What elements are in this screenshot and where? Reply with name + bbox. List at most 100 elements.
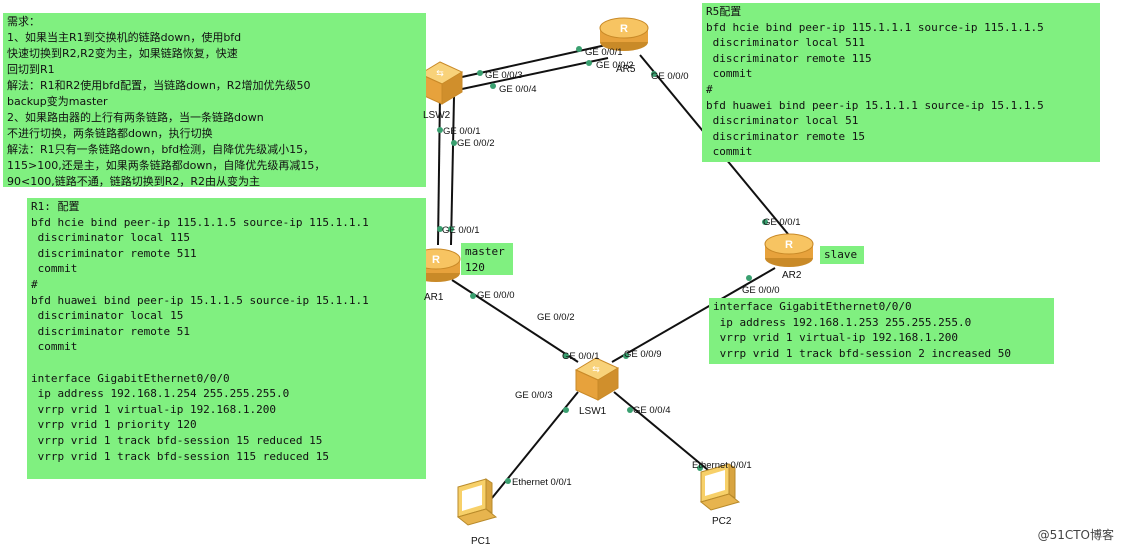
port-dot	[477, 70, 483, 76]
r1-config-line: vrrp vrid 1 virtual-ip 192.168.1.200	[31, 402, 277, 416]
port-label: GE 0/0/4	[633, 405, 671, 416]
port-label: Ethernet 0/0/1	[512, 477, 572, 488]
link-lsw2-ar1-a	[437, 94, 441, 246]
r1-config-line: discriminator local 115	[31, 231, 190, 245]
requirements-line: 115>100,还是主，如果两条链路都down，自降优先级再减15，	[7, 159, 326, 172]
r2-config-line: interface GigabitEthernet0/0/0	[713, 300, 912, 313]
r5-config-line: bfd huawei bind peer-ip 15.1.1.1 source-…	[706, 98, 1044, 112]
r1-config-line: commit	[31, 340, 78, 354]
port-label: GE 0/0/3	[485, 70, 523, 81]
port-dot	[490, 83, 496, 89]
link-lsw2-ar1-b	[450, 96, 455, 246]
port-dot	[623, 353, 629, 359]
port-dot	[451, 140, 457, 146]
port-dot	[576, 46, 582, 52]
r5-config-line: #	[706, 82, 713, 96]
port-label: GE 0/0/1	[443, 126, 481, 137]
pc1-icon[interactable]	[456, 478, 498, 526]
r5-config-line: commit	[706, 145, 753, 159]
master-label-line: master	[465, 245, 505, 258]
master-label-line: 120	[465, 260, 485, 274]
switch-lsw1-icon[interactable]: ⇆	[574, 357, 620, 401]
r5-config-line: R5配置	[706, 5, 742, 18]
r5-config-line: discriminator local 51	[706, 114, 859, 128]
r5-config-line: discriminator local 511	[706, 36, 865, 50]
requirements-note: 需求： 1、如果当主R1到交换机的链路down，使用bfd 快速切换到R2,R2变为…	[3, 13, 426, 188]
r1-config-line: ip address 192.168.1.254 255.255.255.0	[31, 387, 290, 401]
router-ar2-icon[interactable]: R	[764, 233, 814, 267]
port-dot	[505, 478, 511, 484]
device-label-lsw1: LSW1	[579, 406, 607, 417]
link-lsw2-ar5-a	[461, 44, 607, 78]
r1-config-line	[31, 355, 422, 371]
watermark: @51CTO博客	[1037, 528, 1114, 542]
svg-text:R: R	[620, 23, 628, 35]
port-dot	[437, 226, 443, 232]
port-label: GE 0/0/9	[624, 349, 662, 360]
port-label: GE 0/0/1	[585, 47, 623, 58]
device-label-ar5: AR5	[616, 64, 636, 75]
pc2-icon[interactable]	[699, 463, 741, 511]
port-dots	[437, 46, 768, 484]
link-lsw1-pc2	[613, 391, 715, 476]
link-ar2-lsw1	[611, 267, 776, 363]
requirements-line: backup变为master	[7, 95, 108, 108]
port-label: Ethernet 0/0/1	[692, 460, 752, 471]
port-dot	[627, 407, 633, 413]
r1-config-line: interface GigabitEthernet0/0/0	[31, 371, 230, 385]
port-dot	[762, 219, 768, 225]
requirements-line: 需求：	[7, 15, 40, 28]
port-label: GE 0/0/0	[477, 290, 515, 301]
port-label: GE 0/0/1	[562, 351, 600, 362]
r1-config-line: vrrp vrid 1 priority 120	[31, 418, 197, 432]
requirements-line: 不进行切换，两条链路都down，执行切换	[7, 127, 213, 140]
port-dot	[586, 60, 592, 66]
device-label-ar2: AR2	[782, 270, 802, 281]
device-label-ar1: AR1	[424, 292, 444, 303]
requirements-line: 快速切换到R2,R2变为主，如果链路恢复，快速	[7, 47, 238, 60]
r1-config-line: commit	[31, 262, 78, 276]
port-dot	[563, 407, 569, 413]
port-label: GE 0/0/2	[457, 138, 495, 149]
port-dot	[470, 293, 476, 299]
port-label: GE 0/0/1	[763, 217, 801, 228]
port-label: GE 0/0/3	[515, 390, 553, 401]
r1-config-line: bfd hcie bind peer-ip 115.1.1.5 source-i…	[31, 215, 369, 229]
device-label-pc2: PC2	[712, 516, 732, 527]
router-ar5-icon[interactable]: R	[599, 17, 649, 51]
svg-text:⇆: ⇆	[592, 365, 600, 375]
requirements-line: 90<100,链路不通，链路切换到R2，R2由从变为主	[7, 175, 260, 188]
requirements-line: 解法：R1只有一条链路down，bfd检测，自降优先级减小15，	[7, 143, 315, 156]
port-label: GE 0/0/0	[651, 71, 689, 82]
port-dot	[697, 465, 703, 471]
r5-config-line: discriminator remote 15	[706, 129, 865, 143]
r2-config-line: vrrp vrid 1 virtual-ip 192.168.1.200	[713, 331, 959, 345]
svg-text:R: R	[432, 254, 440, 266]
requirements-line: 回切到R1	[7, 63, 55, 76]
r5-config-line: discriminator remote 115	[706, 51, 872, 65]
link-lsw2-ar5-b	[461, 57, 609, 90]
port-dot	[746, 275, 752, 281]
port-label: GE 0/0/0	[742, 285, 780, 296]
switch-lsw2-icon[interactable]: ⇆	[418, 61, 464, 105]
port-dot	[437, 127, 443, 133]
r2-config-line: ip address 192.168.1.253 255.255.255.0	[713, 315, 972, 329]
slave-label: slave	[820, 246, 864, 264]
port-label: GE 0/0/4	[499, 84, 537, 95]
port-dot	[563, 353, 569, 359]
port-label: GE 0/0/2	[596, 60, 634, 71]
svg-text:R: R	[785, 239, 793, 251]
device-label-lsw2: LSW2	[423, 110, 451, 121]
requirements-line: 2、如果路由器的上行有两条链路，当一条链路down	[7, 111, 264, 124]
master-priority-label: master 120	[461, 243, 513, 275]
r1-config-line: vrrp vrid 1 track bfd-session 115 reduce…	[31, 449, 330, 463]
port-label: GE 0/0/2	[537, 312, 575, 323]
r1-config-line: discriminator remote 511	[31, 246, 197, 260]
r1-config-line: discriminator remote 51	[31, 324, 190, 338]
port-dot	[651, 71, 657, 77]
r2-config-line: vrrp vrid 1 track bfd-session 2 increase…	[713, 346, 1012, 360]
r1-config-line: vrrp vrid 1 track bfd-session 15 reduced…	[31, 433, 323, 447]
requirements-line: 1、如果当主R1到交换机的链路down，使用bfd	[7, 31, 242, 44]
r1-config-line: discriminator local 15	[31, 309, 184, 323]
